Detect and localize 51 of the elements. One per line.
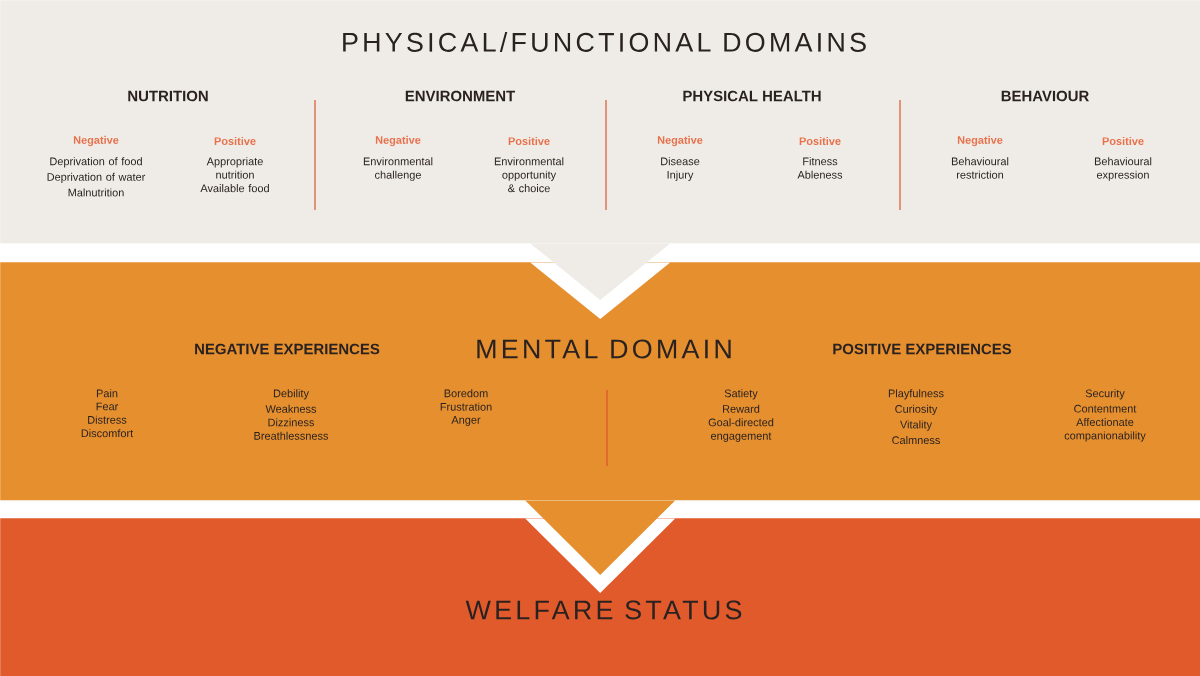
list-item: Appropriate nutrition — [206, 157, 263, 179]
list-item: Injury — [667, 170, 694, 181]
list-item: Malnutrition — [68, 188, 124, 197]
list-item: Disease — [661, 157, 700, 166]
list-item: Affectionate companionability — [1064, 417, 1146, 442]
list-item: Reward — [723, 404, 760, 413]
category-label: Positive — [1102, 137, 1144, 145]
column-heading: ENVIRONMENT — [405, 90, 516, 102]
domain-band: WELFARE STATUS — [0, 518, 1200, 676]
list-item: Pain — [96, 389, 118, 398]
list-item: Anger — [451, 416, 481, 426]
column-heading: NUTRITION — [128, 90, 208, 102]
list-item: Dizziness — [268, 418, 315, 427]
chevron-arrow — [530, 243, 671, 319]
list-item: Debility — [273, 389, 309, 400]
list-item: Weakness — [265, 404, 317, 413]
list-item: Breathlessness — [254, 431, 329, 440]
list-item: Calmness — [892, 436, 940, 445]
list-item: Environmental challenge — [363, 157, 433, 181]
category-label: Positive — [214, 137, 256, 145]
column-heading: NEGATIVE EXPERIENCES — [195, 343, 380, 355]
list-item: Frustration — [440, 402, 492, 411]
category-label: Negative — [957, 135, 1003, 147]
category-label: Negative — [375, 135, 421, 147]
category-label: Positive — [799, 137, 841, 145]
list-item: Deprivation of water — [47, 172, 146, 183]
list-item: Ableness — [797, 170, 843, 179]
category-label: Negative — [657, 135, 703, 147]
list-item: Satiety — [724, 389, 758, 400]
column-heading: BEHAVIOUR — [1001, 90, 1089, 102]
list-item: Fitness — [803, 157, 838, 166]
list-item: Discomfort — [81, 429, 134, 438]
list-item: Curiosity — [895, 404, 938, 415]
list-item: Behavioural expression — [1094, 157, 1152, 181]
list-item: Playfulness — [888, 389, 944, 400]
list-item: Deprivation of food — [50, 157, 142, 168]
list-item: Environmental opportunity & choice — [494, 157, 564, 193]
category-label: Negative — [73, 135, 119, 147]
list-item: Fear — [96, 402, 119, 411]
list-item: Behavioural restriction — [951, 157, 1009, 179]
list-item: Boredom — [444, 389, 488, 398]
chevron-arrow — [525, 500, 676, 593]
list-item: Goal-directed engagement — [708, 418, 774, 442]
list-item: Distress — [88, 415, 127, 424]
list-item: Contentment — [1074, 404, 1137, 413]
category-label: Positive — [508, 137, 550, 145]
list-item: Vitality — [900, 420, 932, 431]
list-item: Security — [1085, 389, 1125, 400]
column-heading: PHYSICAL HEALTH — [683, 90, 821, 102]
list-item: Available food — [200, 184, 269, 193]
column-heading: POSITIVE EXPERIENCES — [833, 343, 1012, 355]
